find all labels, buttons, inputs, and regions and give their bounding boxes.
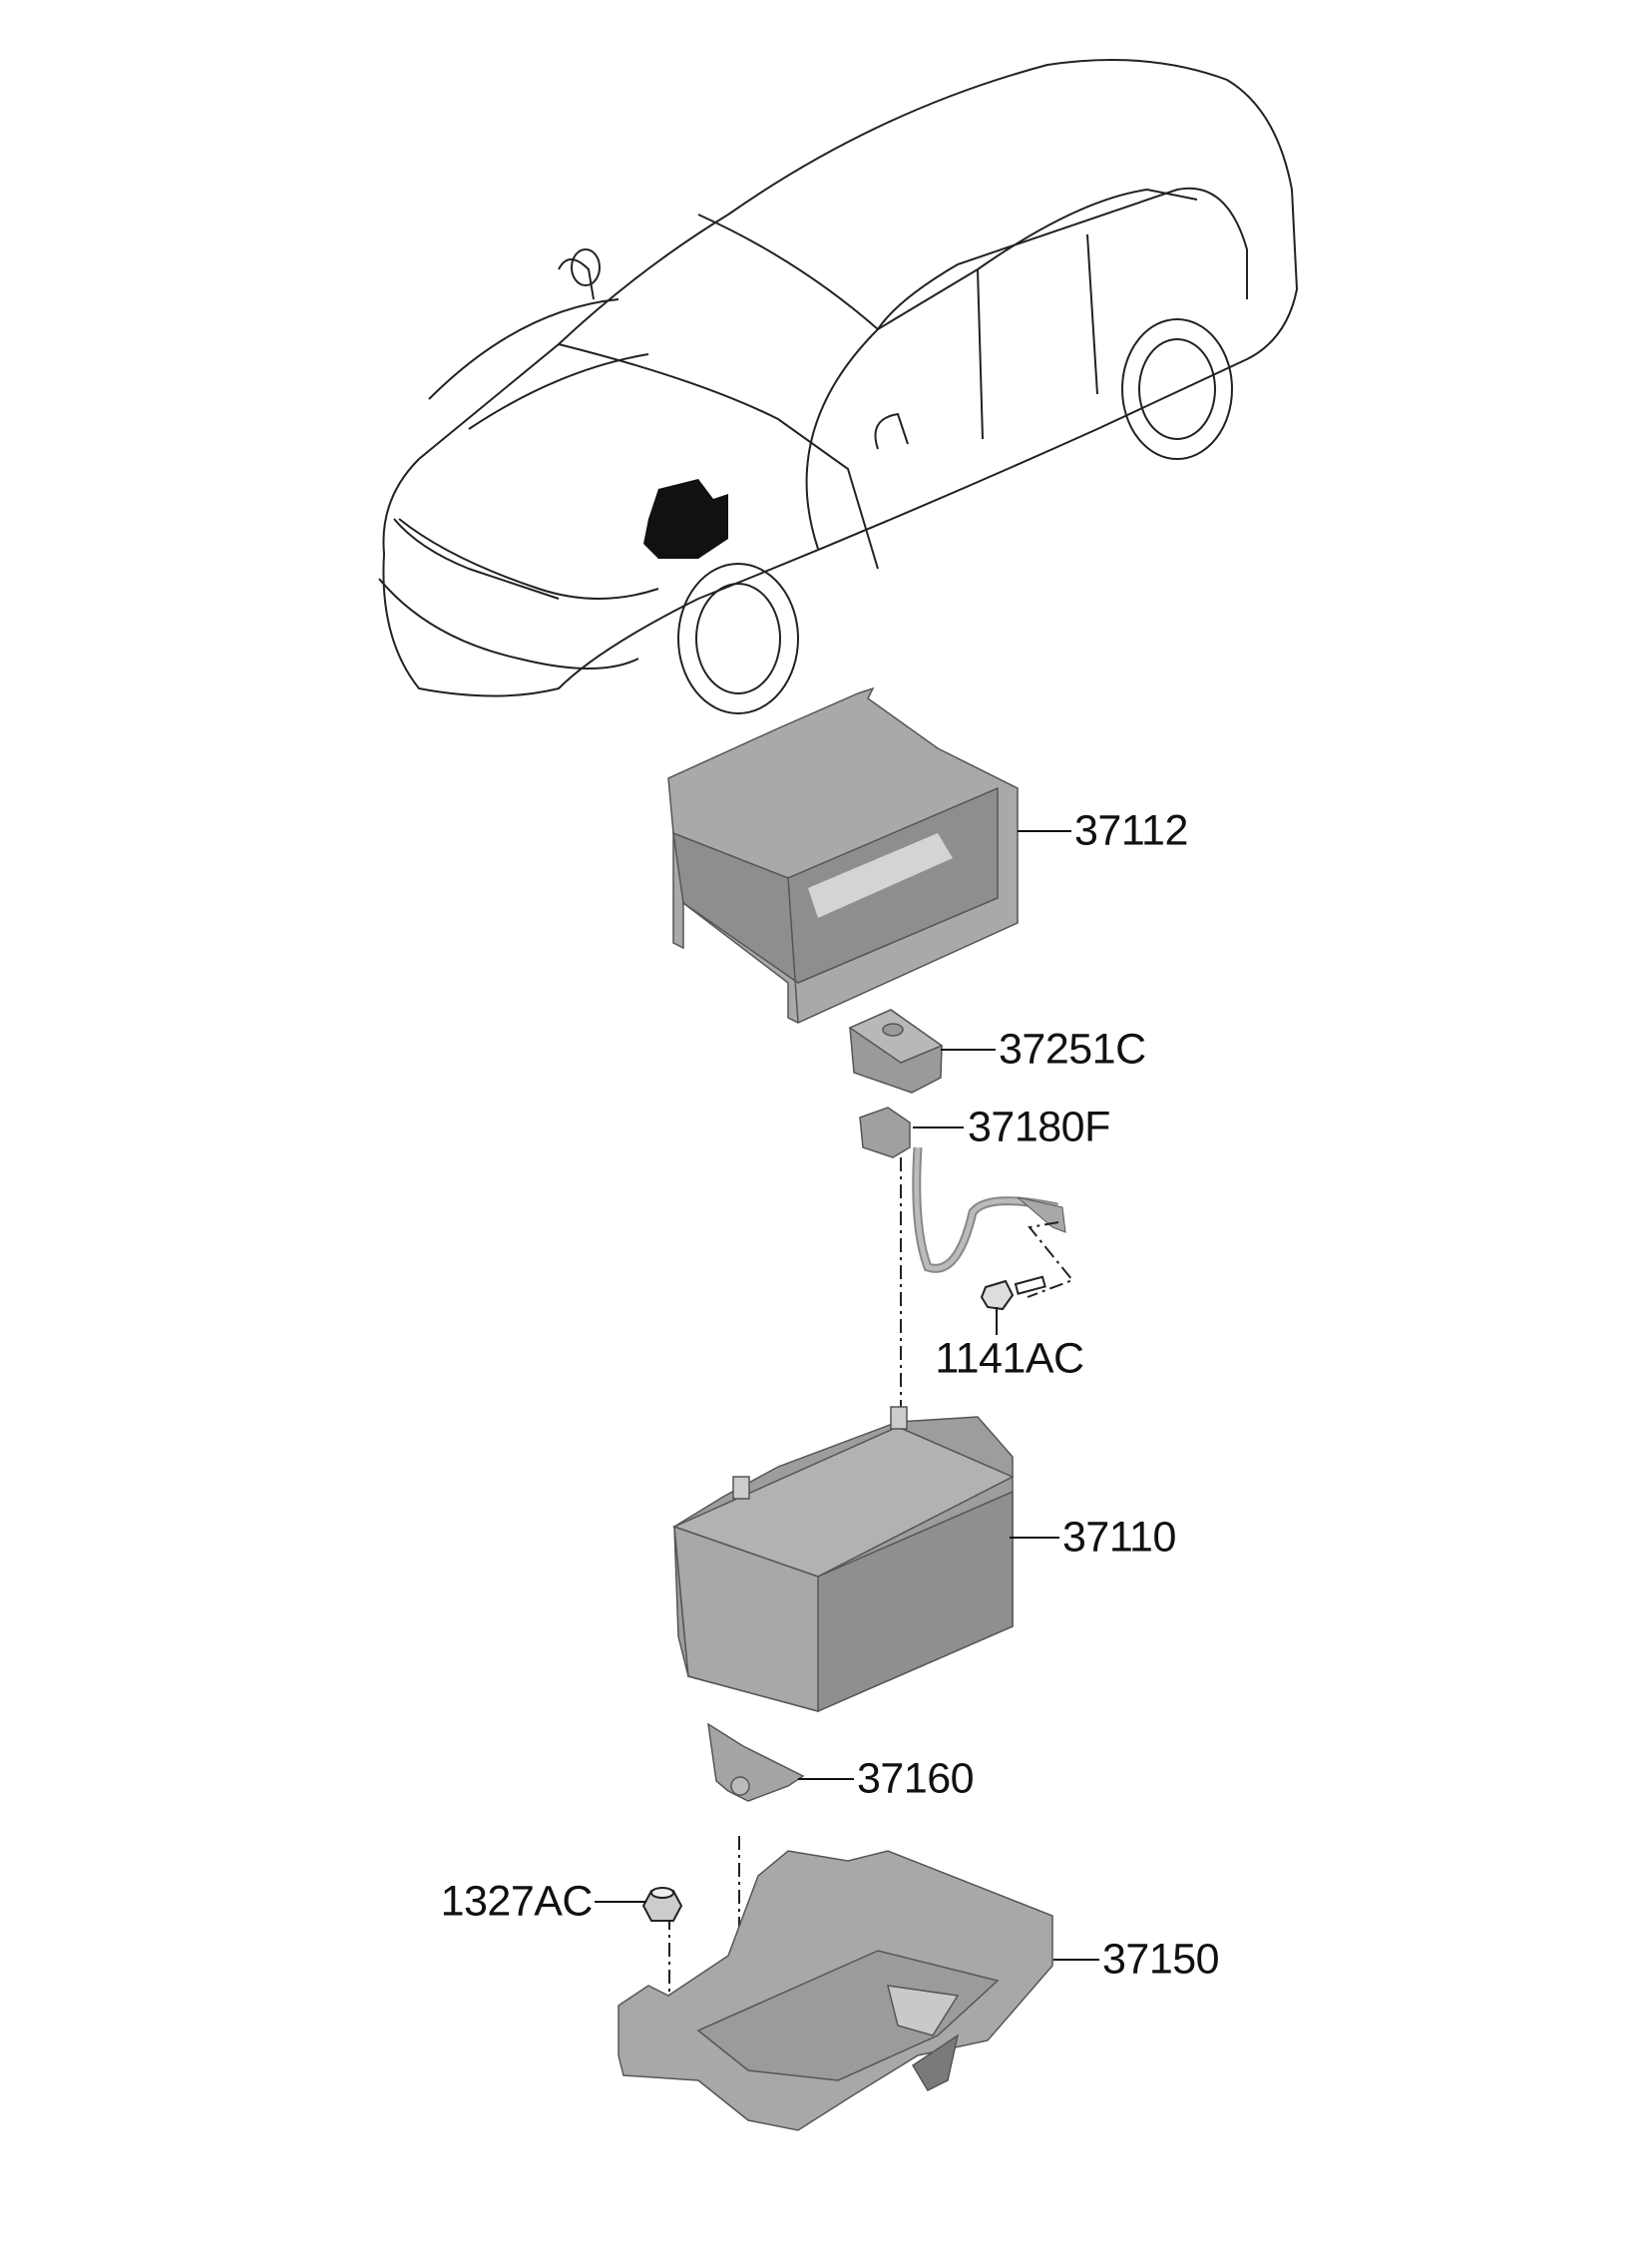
battery-insulation-pad-37112 (667, 686, 1019, 1024)
leader-lines (595, 830, 1099, 1961)
bolt-1141AC (980, 1275, 1046, 1311)
part-label-37112[interactable]: 37112 (1074, 806, 1188, 855)
part-label-37180F[interactable]: 37180F (968, 1103, 1110, 1151)
battery-tray-37150 (618, 1850, 1053, 2131)
part-label-37160[interactable]: 37160 (857, 1754, 975, 1803)
part-label-37150[interactable]: 37150 (1102, 1935, 1220, 1984)
terminal-cover-37251C (848, 1009, 944, 1094)
clamp-37160 (707, 1722, 805, 1802)
part-label-37251C[interactable]: 37251C (999, 1025, 1146, 1074)
battery-37110 (671, 1406, 1015, 1712)
part-label-1327AC[interactable]: 1327AC (440, 1877, 594, 1926)
nut-1327AC (641, 1887, 683, 1922)
car-outline (378, 59, 1299, 714)
battery-location-highlight (643, 479, 728, 559)
part-label-1141AC[interactable]: 1141AC (935, 1334, 1084, 1383)
part-label-37110[interactable]: 37110 (1062, 1513, 1176, 1562)
